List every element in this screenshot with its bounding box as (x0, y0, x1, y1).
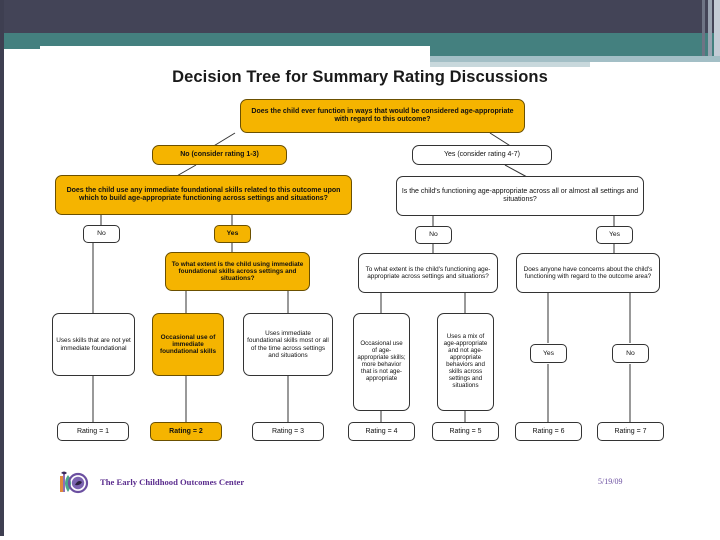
question-extent-age-appropriate[interactable]: To what extent is the child's functionin… (358, 253, 498, 293)
header-band-white (0, 49, 430, 56)
page-title: Decision Tree for Summary Rating Discuss… (172, 68, 548, 86)
header-tick-4 (700, 56, 720, 62)
header-band-dark (0, 0, 720, 33)
question-extent-foundational[interactable]: To what extent is the child using immedi… (165, 252, 310, 291)
header-band-gray-light (430, 62, 590, 67)
decision-no-all-settings[interactable]: No (415, 226, 452, 244)
slide-left-edge (0, 0, 4, 540)
header-band-teal-right (430, 49, 720, 56)
decision-no-concerns[interactable]: No (612, 344, 649, 363)
header-band-teal (0, 33, 720, 49)
branch-no-node[interactable]: No (consider rating 1-3) (152, 145, 287, 165)
rating-1-node[interactable]: Rating = 1 (57, 422, 129, 441)
rating-2-node[interactable]: Rating = 2 (150, 422, 222, 441)
header-band-white-thin (40, 46, 430, 50)
outcome-occasional-foundational[interactable]: Occasional use of immediate foundational… (152, 313, 224, 376)
footer-date: 5/19/09 (598, 477, 623, 486)
question-concerns[interactable]: Does anyone have concerns about the chil… (516, 253, 660, 293)
rating-5-node[interactable]: Rating = 5 (432, 422, 499, 441)
header-tick-1 (702, 0, 705, 62)
footer-organization: The Early Childhood Outcomes Center (100, 477, 245, 487)
header-tick-3 (714, 0, 720, 62)
decision-yes-foundational[interactable]: Yes (214, 225, 251, 243)
question-age-appropriate-all-settings[interactable]: Is the child's functioning age-appropria… (396, 176, 644, 216)
outcome-not-yet-foundational[interactable]: Uses skills that are not yet immediate f… (52, 313, 135, 376)
rating-4-node[interactable]: Rating = 4 (348, 422, 415, 441)
question-foundational-skills[interactable]: Does the child use any immediate foundat… (55, 175, 352, 215)
rating-3-node[interactable]: Rating = 3 (252, 422, 324, 441)
branch-yes-node[interactable]: Yes (consider rating 4-7) (412, 145, 552, 165)
header-tick-2 (708, 0, 712, 62)
outcome-occasional-age-appropriate[interactable]: Occasional use of age-appropriate skills… (353, 313, 410, 411)
outcome-most-or-all-foundational[interactable]: Uses immediate foundational skills most … (243, 313, 333, 376)
rating-7-node[interactable]: Rating = 7 (597, 422, 664, 441)
decision-yes-concerns[interactable]: Yes (530, 344, 567, 363)
root-question-node[interactable]: Does the child ever function in ways tha… (240, 99, 525, 133)
slide-bottom-edge (0, 536, 720, 540)
outcome-mixed-skills[interactable]: Uses a mix of age-appropriate and not ag… (437, 313, 494, 411)
eco-logo (60, 471, 89, 494)
decision-yes-all-settings[interactable]: Yes (596, 226, 633, 244)
decision-no-foundational[interactable]: No (83, 225, 120, 243)
header-band-gray (430, 56, 720, 62)
rating-6-node[interactable]: Rating = 6 (515, 422, 582, 441)
